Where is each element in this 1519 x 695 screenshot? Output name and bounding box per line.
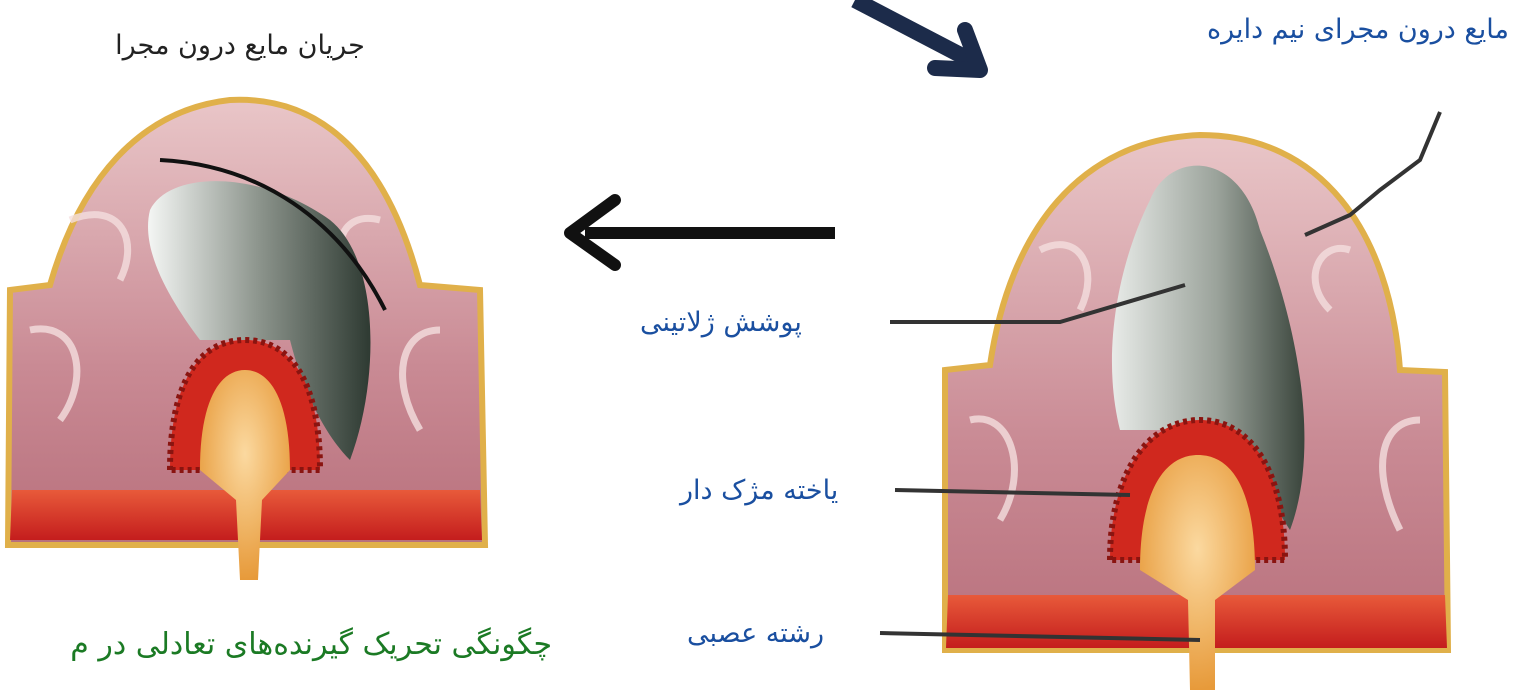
gelatinous-cover-label: پوشش ژلاتینی: [640, 307, 802, 338]
left-arrow-icon: [570, 200, 835, 265]
fluid-in-canal-label: مایع درون مجرای نیم دایره: [1209, 12, 1509, 48]
down-arrow-icon: [855, 0, 980, 70]
nerve-fiber-label: رشته عصبی: [687, 618, 824, 649]
left-nerve-fiber: [200, 370, 290, 580]
hair-cell-label: یاخته مژک دار: [680, 475, 838, 506]
right-nerve-fiber: [1140, 455, 1255, 690]
right-diagram: [945, 135, 1448, 690]
left-diagram: [8, 100, 485, 580]
fluid-flow-label: جریان مایع درون مجرا: [105, 30, 375, 61]
figure-caption: چگونگی تحریک گیرنده‌های تعادلی در م: [0, 627, 552, 662]
